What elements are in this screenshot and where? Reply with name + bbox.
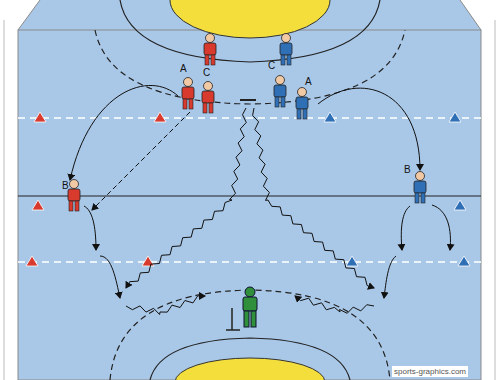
dribble-line: [126, 108, 246, 288]
cone: [346, 256, 358, 266]
pass-arrow: [92, 112, 190, 210]
player-head: [282, 34, 291, 43]
player-head: [184, 78, 193, 87]
player-figure: [202, 82, 214, 114]
player-letter: C: [268, 60, 275, 71]
player-head: [276, 76, 285, 85]
cone: [154, 112, 166, 122]
court-floor: [18, 0, 481, 380]
player-leg: [415, 193, 419, 203]
player-leg: [287, 55, 291, 65]
dribble-line: [126, 296, 205, 315]
player-head: [204, 82, 213, 91]
player-leg: [209, 103, 213, 113]
white-dashed-line: [18, 261, 481, 263]
player-figure: [296, 88, 308, 120]
player-leg: [303, 109, 307, 119]
player-letter: B: [62, 180, 69, 191]
goal-area: [170, 0, 330, 38]
white-dashed-line: [18, 117, 481, 119]
player-letter: C: [203, 67, 210, 78]
player-shirt: [274, 85, 286, 97]
player-head: [70, 180, 79, 189]
cone: [449, 112, 461, 122]
watermark: sports-graphics.com: [392, 366, 468, 377]
run-arrow: [100, 256, 120, 298]
run-arrow: [318, 88, 420, 170]
player-figure: [414, 172, 426, 204]
run-arrow: [384, 256, 396, 298]
centre-line: [18, 195, 481, 196]
player-shirt: [202, 91, 214, 103]
cones: [26, 112, 470, 266]
player-letter: A: [180, 63, 187, 74]
run-arrow: [84, 206, 96, 250]
player-head: [206, 34, 215, 43]
player-shirt: [296, 97, 308, 109]
player-figure: [68, 180, 80, 212]
cone: [458, 256, 470, 266]
player-leg: [203, 103, 207, 113]
goal-area: [175, 358, 325, 380]
player-shirt: [204, 43, 216, 55]
run-arrow: [70, 85, 178, 180]
player-leg: [205, 55, 209, 65]
player-figure: [280, 34, 292, 66]
cone: [454, 200, 466, 210]
cone: [34, 112, 46, 122]
player-shirt: [68, 189, 80, 201]
outer-line: [495, 20, 496, 380]
player-leg: [189, 99, 193, 109]
player-figure: [182, 78, 194, 110]
outer-line: [4, 20, 5, 380]
run-arrow: [432, 205, 450, 250]
player-leg: [183, 99, 187, 109]
cone: [26, 256, 38, 266]
dribble-line: [253, 108, 374, 288]
court-border: [18, 30, 481, 380]
player-figure: [204, 34, 216, 66]
six-metre-line: [120, 0, 380, 62]
player-leg: [421, 193, 425, 203]
cone: [324, 112, 336, 122]
player-leg: [281, 97, 285, 107]
players: [68, 34, 426, 212]
border-corner: [18, 0, 40, 30]
player-head: [298, 88, 307, 97]
coach-figure: [226, 287, 257, 330]
border-corner: [460, 0, 481, 30]
player-leg: [75, 201, 79, 211]
cone: [32, 200, 44, 210]
player-figure: [274, 76, 286, 108]
player-leg: [281, 55, 285, 65]
player-shirt: [280, 43, 292, 55]
dribble-line: [295, 296, 374, 313]
player-letter: B: [404, 164, 411, 175]
player-head: [416, 172, 425, 181]
movement-arrows: [70, 85, 450, 298]
dribble-lines: [126, 108, 374, 315]
nine-metre-line: [95, 30, 405, 104]
seven-metre-mark: [240, 99, 256, 101]
player-leg: [69, 201, 73, 211]
player-leg: [275, 97, 279, 107]
run-arrow: [401, 206, 410, 250]
player-leg: [297, 109, 301, 119]
player-shirt: [414, 181, 426, 193]
player-leg: [211, 55, 215, 65]
player-shirt: [182, 87, 194, 99]
player-letter: A: [305, 76, 312, 87]
